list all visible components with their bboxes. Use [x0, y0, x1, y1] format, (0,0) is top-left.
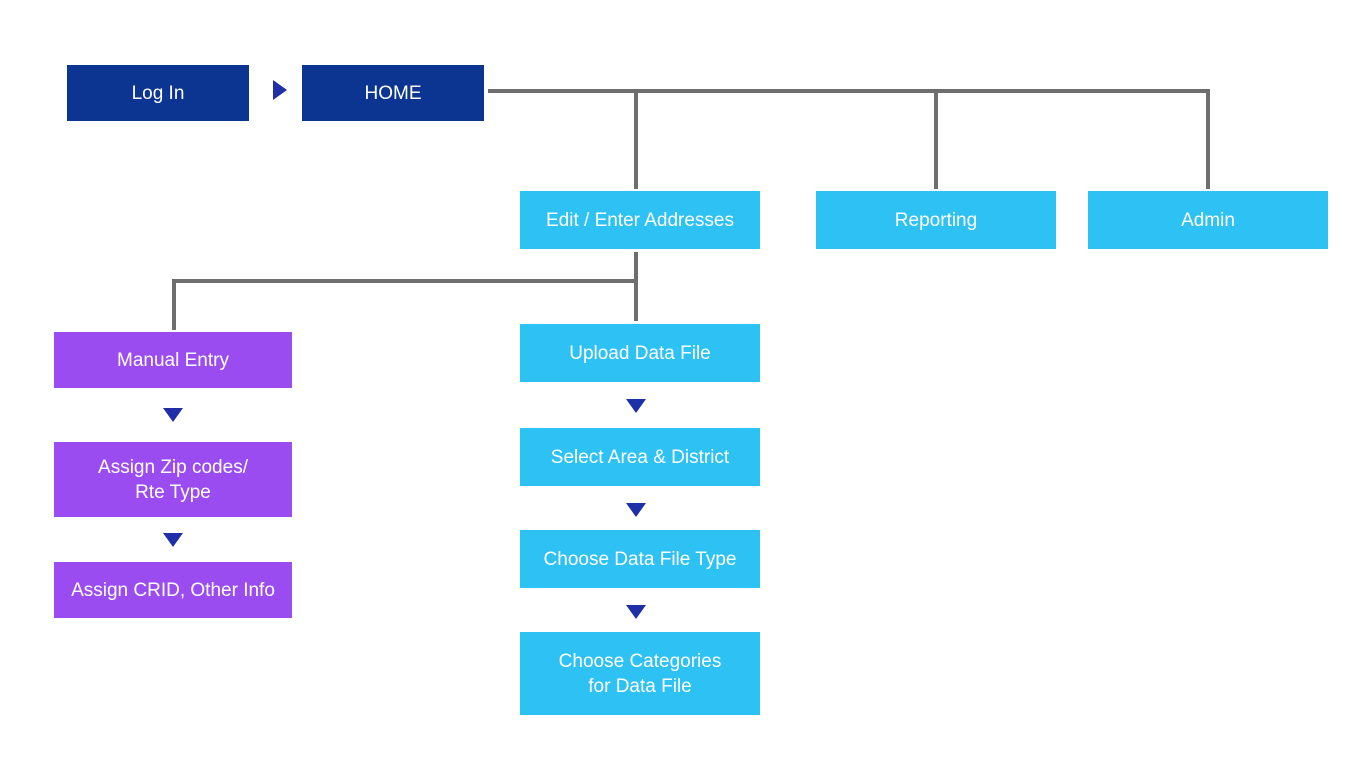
triangle-right-icon — [273, 80, 287, 100]
triangle-down-icon — [626, 503, 646, 517]
upload-data-file-button[interactable]: Upload Data File — [520, 324, 760, 382]
edit-addresses-button[interactable]: Edit / Enter Addresses — [520, 191, 760, 249]
triangle-down-icon — [626, 399, 646, 413]
choose-data-file-type-button[interactable]: Choose Data File Type — [520, 530, 760, 588]
triangle-down-icon — [163, 408, 183, 422]
login-button[interactable]: Log In — [67, 65, 249, 121]
assign-zip-codes-button[interactable]: Assign Zip codes/ Rte Type — [54, 442, 292, 517]
reporting-button[interactable]: Reporting — [816, 191, 1056, 249]
select-area-district-button[interactable]: Select Area & District — [520, 428, 760, 486]
admin-button[interactable]: Admin — [1088, 191, 1328, 249]
manual-entry-button[interactable]: Manual Entry — [54, 332, 292, 388]
home-button[interactable]: HOME — [302, 65, 484, 121]
triangle-down-icon — [163, 533, 183, 547]
assign-crid-button[interactable]: Assign CRID, Other Info — [54, 562, 292, 618]
triangle-down-icon — [626, 605, 646, 619]
choose-categories-button[interactable]: Choose Categories for Data File — [520, 632, 760, 715]
